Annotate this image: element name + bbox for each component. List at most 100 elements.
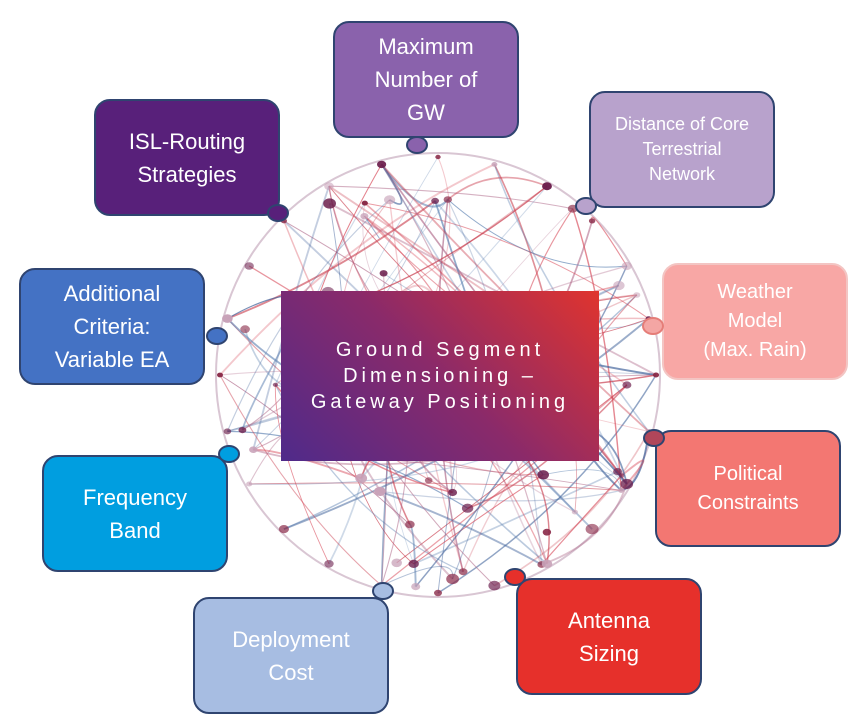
- sphere-node: [458, 568, 468, 576]
- connector-dot-isl-routing: [267, 204, 289, 222]
- node-line: (Max. Rain): [703, 339, 807, 361]
- node-line: Antenna: [568, 607, 650, 633]
- sphere-node: [272, 382, 278, 387]
- sphere-node: [618, 473, 625, 478]
- node-line: ISL-Routing: [128, 128, 246, 154]
- central-topic-line-2: Dimensioning –: [343, 365, 537, 387]
- sphere-node: [222, 314, 233, 323]
- connector-dot-weather-model: [642, 317, 664, 335]
- sphere-link: [363, 215, 380, 239]
- node-line: GW: [407, 100, 445, 125]
- sphere-node: [618, 487, 625, 493]
- connector-dot-political-constraints: [643, 429, 665, 447]
- sphere-node: [613, 280, 625, 291]
- sphere-node: [374, 486, 386, 496]
- sphere-link: [447, 199, 627, 268]
- sphere-node: [405, 520, 415, 529]
- sphere-node: [391, 558, 403, 568]
- node-line: Political: [713, 462, 783, 485]
- node-line: Network: [648, 164, 715, 184]
- sphere-link: [227, 200, 436, 320]
- node-additional-criteria-variable-ea: Additional Criteria: Variable EA: [19, 268, 205, 385]
- sphere-node: [620, 478, 634, 490]
- node-line: Deployment: [232, 626, 350, 652]
- connector-dot-distance-core: [575, 197, 597, 215]
- sphere-node: [571, 509, 579, 515]
- sphere-node: [542, 528, 552, 536]
- node-line: Criteria:: [73, 314, 151, 339]
- sphere-node: [461, 503, 474, 513]
- sphere-node: [448, 488, 458, 497]
- node-line: Constraints: [697, 491, 799, 514]
- sphere-node: [411, 583, 421, 591]
- sphere-link: [543, 469, 622, 491]
- sphere-node: [240, 325, 250, 334]
- sphere-link: [447, 176, 548, 201]
- node-line: Variable EA: [54, 347, 170, 372]
- sphere-node: [446, 573, 459, 585]
- sphere-node: [384, 195, 396, 205]
- sphere-node: [249, 446, 258, 454]
- sphere-node: [537, 470, 549, 480]
- node-isl-routing-strategies: ISL-Routing Strategies: [94, 99, 280, 216]
- sphere-node: [435, 154, 441, 160]
- node-line: Band: [109, 517, 161, 543]
- node-line: Number of: [374, 67, 478, 92]
- sphere-node: [360, 213, 369, 220]
- sphere-node: [361, 200, 368, 206]
- connector-dot-deployment-cost: [372, 582, 394, 600]
- sphere-node: [244, 262, 254, 270]
- node-line: Cost: [268, 659, 314, 685]
- sphere-node: [223, 428, 232, 435]
- sphere-node: [217, 372, 223, 378]
- sphere-node: [355, 473, 368, 484]
- node-antenna-sizing: Antenna Sizing: [516, 578, 702, 695]
- sphere-node: [323, 198, 336, 209]
- sphere-node: [278, 525, 289, 534]
- sphere-link: [249, 482, 622, 491]
- connector-dot-frequency-band: [218, 445, 240, 463]
- node-line: Distance of Core: [614, 114, 750, 134]
- sphere-node: [238, 427, 247, 434]
- sphere-link: [483, 208, 574, 307]
- node-maximum-number-of-gw: Maximum Number of GW: [333, 21, 519, 138]
- sphere-link: [572, 208, 622, 491]
- sphere-node: [652, 372, 660, 378]
- node-line: Terrestrial: [642, 139, 722, 159]
- node-line: Maximum: [378, 34, 474, 59]
- node-line: Frequency: [83, 484, 187, 510]
- node-frequency-band: Frequency Band: [42, 455, 228, 572]
- sphere-link: [364, 202, 649, 320]
- sphere-node: [324, 182, 334, 191]
- central-topic-box: Ground Segment Dimensioning – Gateway Po…: [281, 291, 599, 461]
- sphere-link: [591, 216, 628, 267]
- node-line: Additional: [63, 281, 161, 306]
- node-line: Strategies: [137, 161, 237, 187]
- sphere-node: [613, 468, 623, 476]
- sphere-link: [437, 374, 657, 594]
- sphere-node: [491, 162, 498, 167]
- sphere-node: [621, 261, 632, 271]
- sphere-link: [379, 489, 622, 502]
- sphere-node: [408, 559, 419, 569]
- sphere-link: [381, 566, 454, 587]
- node-line: Model: [727, 310, 783, 332]
- sphere-node: [379, 270, 388, 277]
- node-deployment-cost: Deployment Cost: [193, 597, 389, 714]
- sphere-node: [622, 381, 632, 389]
- central-topic-line-1: Ground Segment: [335, 339, 545, 361]
- connector-dot-max-gw: [406, 136, 428, 154]
- sphere-link: [493, 164, 650, 432]
- sphere-node: [585, 523, 599, 535]
- central-topic-line-3: Gateway Positioning: [310, 391, 570, 413]
- connector-dot-additional-criteria: [206, 327, 228, 345]
- node-distance-of-core-terrestrial-network: Distance of Core Terrestrial Network: [589, 91, 775, 208]
- sphere-node: [434, 589, 442, 597]
- sphere-node: [424, 477, 433, 484]
- sphere-node: [377, 160, 387, 169]
- sphere-node: [324, 560, 334, 568]
- sphere-node: [633, 292, 641, 298]
- sphere-link: [541, 483, 628, 566]
- sphere-link: [413, 470, 618, 565]
- connector-dot-antenna-sizing: [504, 568, 526, 586]
